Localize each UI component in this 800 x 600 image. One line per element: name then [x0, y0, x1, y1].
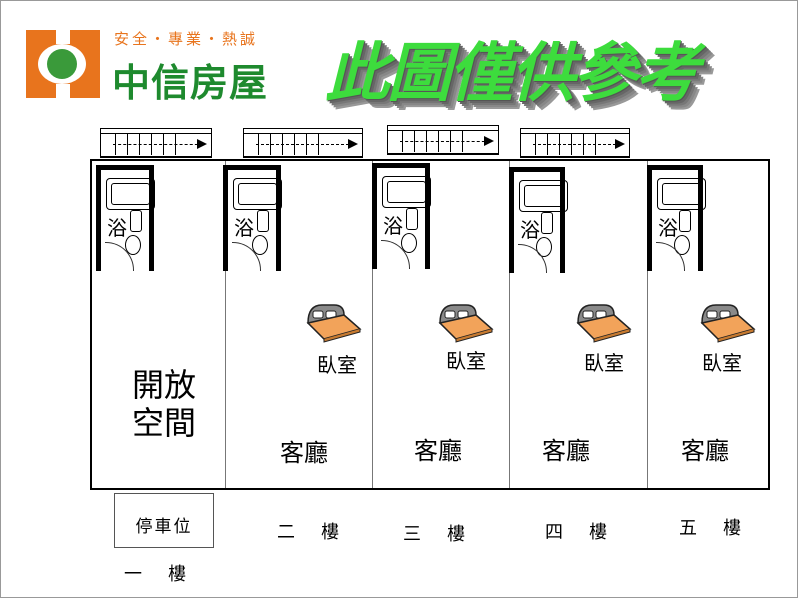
reference-banner: 此圖僅供參考 — [325, 22, 775, 112]
logo-slogan: 安全・專業・熱誠 — [114, 30, 259, 48]
parking-label: 停車位 — [135, 517, 193, 537]
bed-icon — [700, 304, 756, 343]
living-room-label: 客廳 — [280, 439, 328, 467]
stairs-icon — [387, 125, 499, 155]
bathtub-icon — [382, 176, 431, 208]
floor-label-3: 三 樓 — [403, 524, 469, 545]
floor-label-4: 四 樓 — [545, 522, 611, 543]
bath-label: 浴 — [234, 216, 254, 240]
bedroom-label: 臥室 — [317, 353, 357, 377]
floor-divider — [225, 161, 226, 488]
bathtub-icon — [519, 180, 568, 212]
stairs-icon — [243, 128, 363, 158]
bathroom: 浴 — [372, 163, 431, 269]
living-room-label: 客廳 — [542, 437, 590, 465]
floor-label-2: 二 樓 — [277, 522, 343, 543]
bedroom-label: 臥室 — [446, 349, 486, 373]
banner-text: 此圖僅供參考 — [325, 37, 699, 111]
living-room-label: 客廳 — [681, 437, 729, 465]
open-space-line2: 空間 — [132, 404, 197, 442]
floor-label-1: 一 樓 — [124, 564, 190, 585]
bathtub-icon — [233, 178, 282, 210]
bathroom: 浴 — [509, 167, 568, 273]
logo-icon — [26, 30, 100, 98]
living-room-label: 客廳 — [414, 437, 462, 465]
toilet-icon — [674, 235, 690, 255]
bedroom-label: 臥室 — [702, 351, 742, 375]
sink-icon — [406, 208, 418, 230]
open-space-label: 開放 空間 — [132, 366, 196, 442]
bedroom-label: 臥室 — [584, 351, 624, 375]
floor-divider — [372, 161, 373, 488]
bathroom: 浴 — [96, 165, 155, 271]
bath-label: 浴 — [107, 216, 127, 240]
sink-icon — [257, 210, 269, 232]
stairs-icon — [100, 128, 212, 158]
bathtub-icon — [657, 178, 706, 210]
open-space-line1: 開放 — [132, 366, 197, 404]
company-logo: 安全・專業・熱誠 中信房屋 — [26, 28, 316, 105]
bath-label: 浴 — [520, 218, 540, 242]
toilet-icon — [252, 235, 268, 255]
floor-label-5: 五 樓 — [679, 518, 745, 539]
bathroom: 浴 — [223, 165, 282, 271]
bath-label: 浴 — [658, 216, 678, 240]
toilet-icon — [536, 237, 552, 257]
toilet-icon — [401, 233, 417, 253]
toilet-icon — [125, 235, 141, 255]
bathtub-icon — [106, 178, 155, 210]
sink-icon — [679, 210, 691, 232]
bathroom: 浴 — [647, 165, 706, 271]
stairs-icon — [520, 128, 630, 158]
floor-divider — [509, 161, 510, 488]
floor-divider — [647, 161, 648, 488]
bed-icon — [576, 304, 632, 343]
bed-icon — [306, 304, 362, 343]
bath-label: 浴 — [383, 214, 403, 238]
sink-icon — [130, 210, 142, 232]
sink-icon — [541, 212, 553, 234]
parking-box: 停車位 — [114, 493, 214, 548]
floor-plan: 浴 浴 浴 浴 — [90, 159, 770, 490]
logo-brand-name: 中信房屋 — [112, 61, 269, 105]
bed-icon — [438, 304, 494, 343]
